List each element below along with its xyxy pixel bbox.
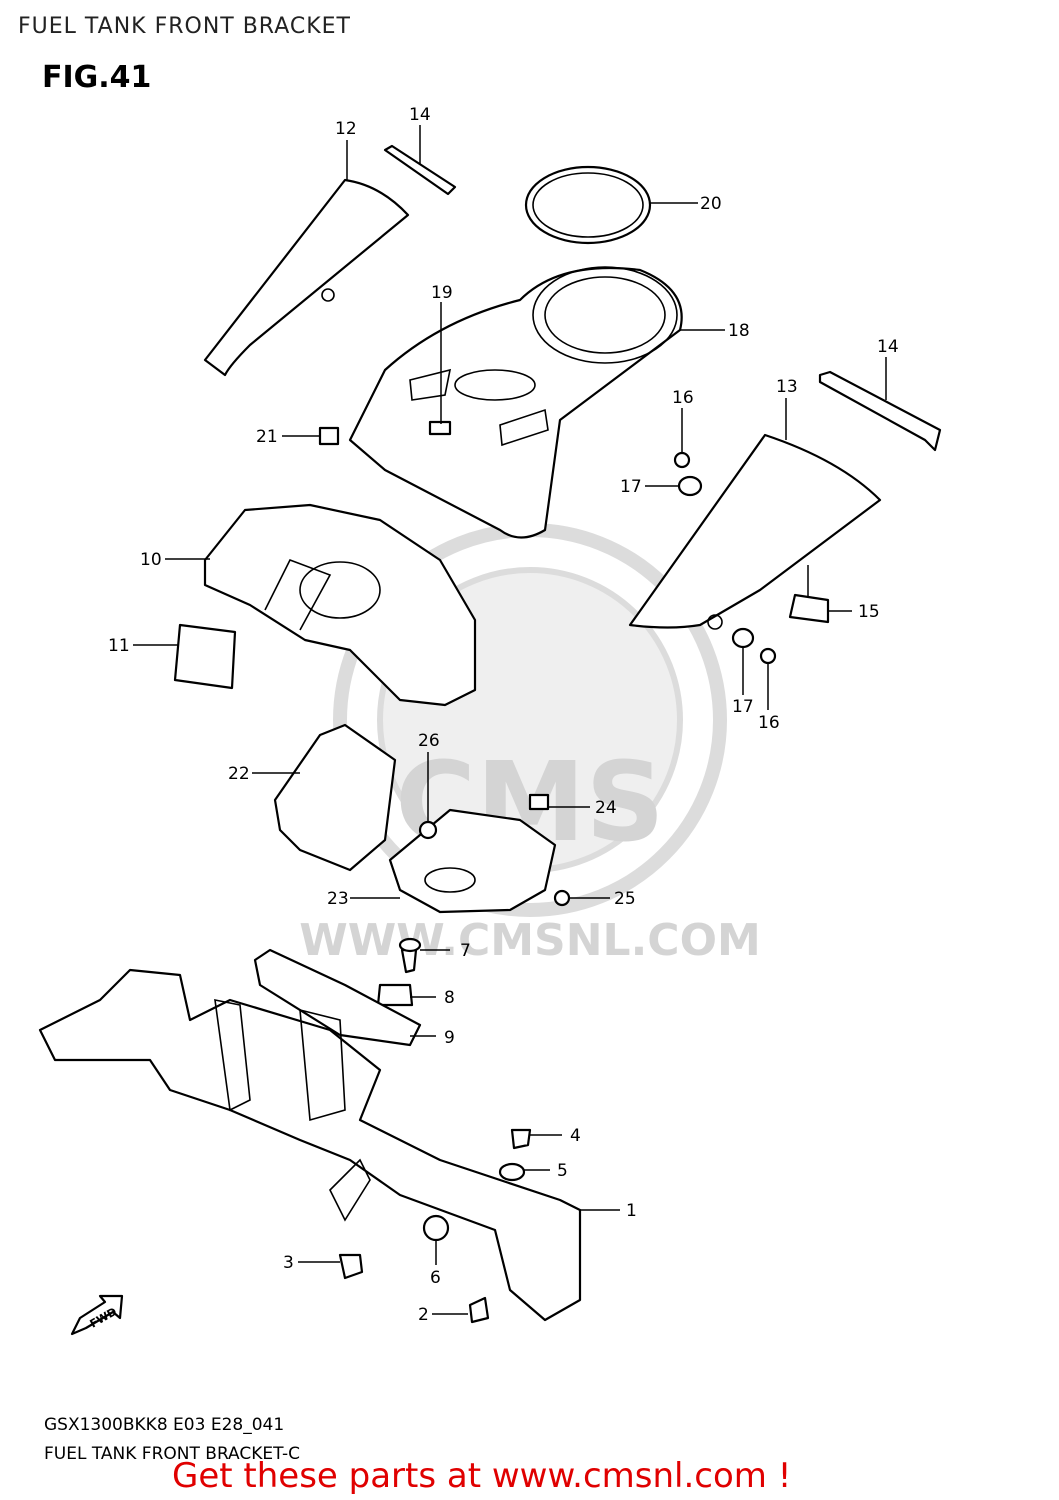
promo-link[interactable]: Get these parts at www.cmsnl.com ! (172, 1456, 792, 1496)
callout-6: 6 (430, 1268, 441, 1288)
callout-20: 20 (700, 194, 722, 214)
callout-11: 11 (108, 636, 130, 656)
callout-8: 8 (444, 988, 455, 1008)
part-9-bracket-plate (253, 948, 422, 1047)
fwd-arrow-icon: FWD (70, 1294, 124, 1336)
model-code: GSX1300BKK8 E03 E28_041 (44, 1415, 285, 1435)
part-19-clip (428, 420, 452, 436)
part-22-cover (273, 723, 397, 872)
part-5-nut (498, 1162, 526, 1182)
callout-16-lower: 16 (758, 713, 780, 733)
part-14-strip-right (818, 370, 942, 452)
part-17-grommet-lower (731, 627, 755, 649)
part-13-side-cover (628, 433, 882, 629)
page-title: FUEL TANK FRONT BRACKET (18, 14, 351, 39)
part-2-cap (468, 1296, 490, 1324)
callout-4: 4 (570, 1126, 581, 1146)
part-3-cap (338, 1253, 364, 1280)
callout-17-lower: 17 (732, 697, 754, 717)
part-23-lower-cover (388, 808, 557, 914)
callout-16-upper: 16 (672, 388, 694, 408)
part-25-rivet (553, 889, 571, 907)
callout-5: 5 (557, 1161, 568, 1181)
callout-24: 24 (595, 798, 617, 818)
callout-17-upper: 17 (620, 477, 642, 497)
callout-13: 13 (776, 377, 798, 397)
callout-15: 15 (858, 602, 880, 622)
callout-9: 9 (444, 1028, 455, 1048)
part-15-pad (788, 593, 830, 624)
part-1-frame (38, 968, 582, 1322)
part-10-inner-bracket (203, 503, 477, 707)
callout-3: 3 (283, 1253, 294, 1273)
part-20-ring (524, 165, 652, 245)
part-7-bolt (400, 948, 418, 974)
callout-7: 7 (460, 941, 471, 961)
part-18-tank-cover (348, 266, 683, 539)
part-8-grommet (376, 983, 414, 1007)
part-4-bolt (510, 1128, 532, 1150)
part-26-grommet (418, 820, 438, 840)
figure-label: FIG.41 (42, 60, 152, 95)
part-16-nut-lower (759, 647, 777, 665)
callout-18: 18 (728, 321, 750, 341)
callout-26: 26 (418, 731, 440, 751)
callout-14-upper: 14 (409, 105, 431, 125)
diagram-caption: FUEL TANK FRONT BRACKET-C (44, 1444, 300, 1464)
callout-22: 22 (228, 764, 250, 784)
part-6-grommet (422, 1214, 450, 1242)
callout-25: 25 (614, 889, 636, 909)
callout-14-right: 14 (877, 337, 899, 357)
part-14-strip (383, 144, 457, 196)
callout-10: 10 (140, 550, 162, 570)
callout-23: 23 (327, 889, 349, 909)
callout-1: 1 (626, 1201, 637, 1221)
callout-19: 19 (431, 283, 453, 303)
part-11-foam-block (173, 623, 237, 690)
part-24-clip (528, 793, 550, 811)
part-17-grommet-upper (677, 475, 703, 497)
watermark-url: WWW.CMSNL.COM (299, 915, 761, 966)
callout-12: 12 (335, 119, 357, 139)
part-16-nut-upper (673, 451, 691, 469)
callout-21: 21 (256, 427, 278, 447)
callout-2: 2 (418, 1305, 429, 1325)
part-12-side-cover (203, 178, 410, 377)
